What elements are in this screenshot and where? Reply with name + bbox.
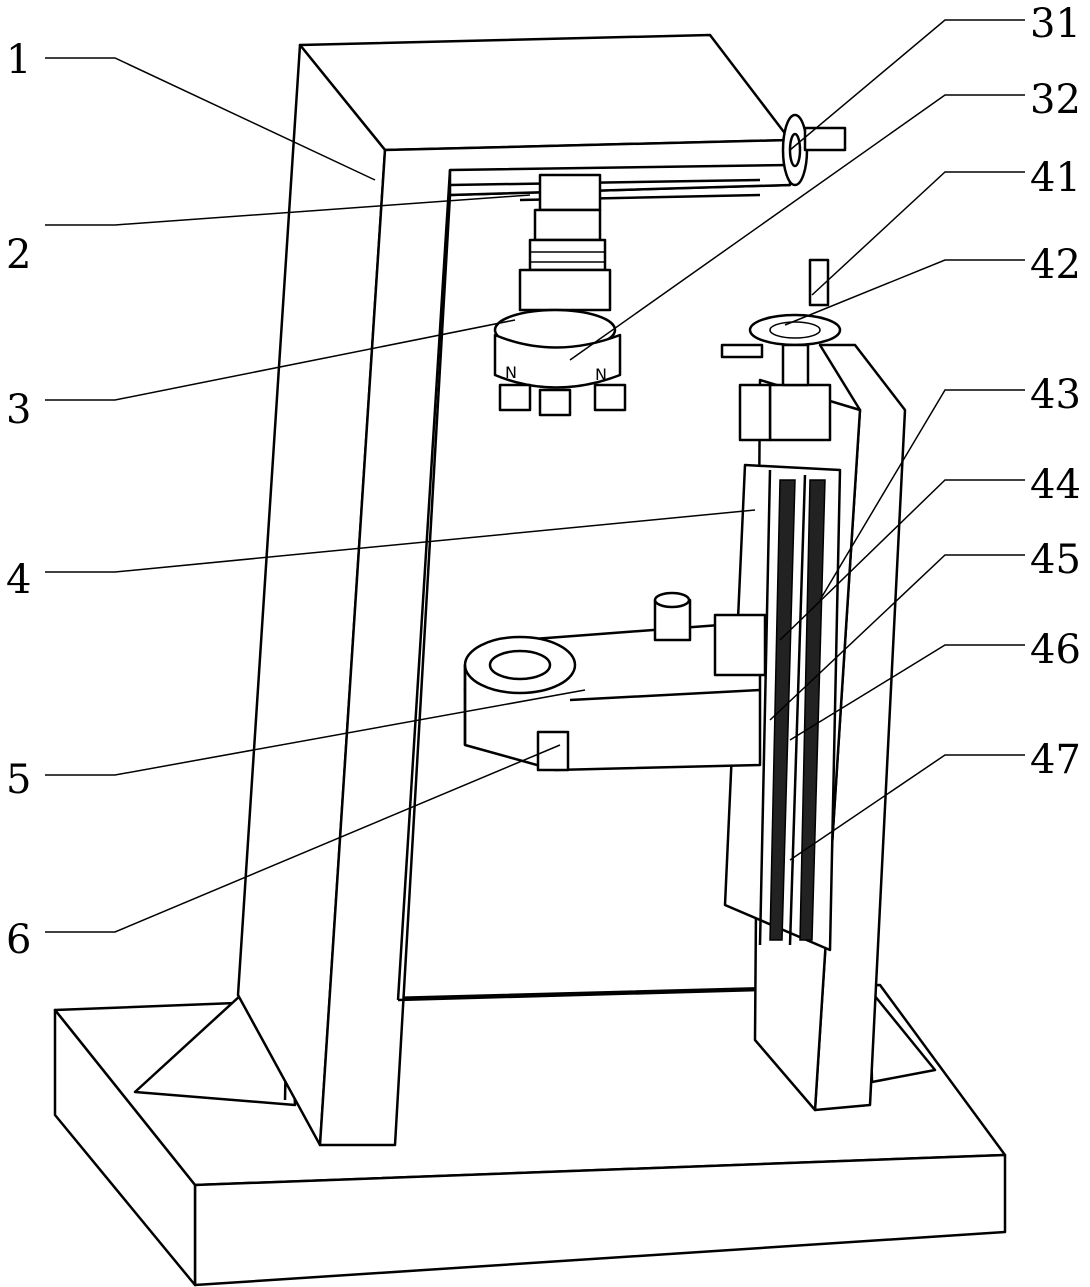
spindle-head: N N (493, 208, 627, 417)
label-5: 5 (6, 757, 32, 803)
svg-text:N: N (505, 363, 517, 382)
label-43: 43 (1030, 372, 1081, 418)
label-32: 32 (1030, 77, 1081, 123)
label-44: 44 (1030, 462, 1081, 508)
svg-text:N: N (595, 365, 607, 384)
leader-lines (45, 19, 1025, 933)
top-screw-assembly (449, 113, 847, 212)
label-2: 2 (6, 232, 32, 278)
label-3: 3 (6, 387, 32, 433)
label-1: 1 (6, 37, 32, 83)
label-41: 41 (1030, 155, 1081, 201)
frame (236, 33, 792, 1147)
label-6: 6 (6, 917, 32, 963)
label-47: 47 (1030, 737, 1081, 783)
label-46: 46 (1030, 627, 1081, 673)
label-42: 42 (1030, 242, 1081, 288)
rotary-arm (463, 591, 767, 772)
vertical-handwheel (720, 258, 842, 387)
label-31: 31 (1030, 1, 1081, 47)
label-45: 45 (1030, 537, 1081, 583)
label-4: 4 (6, 557, 32, 603)
gusset-right (868, 988, 937, 1084)
